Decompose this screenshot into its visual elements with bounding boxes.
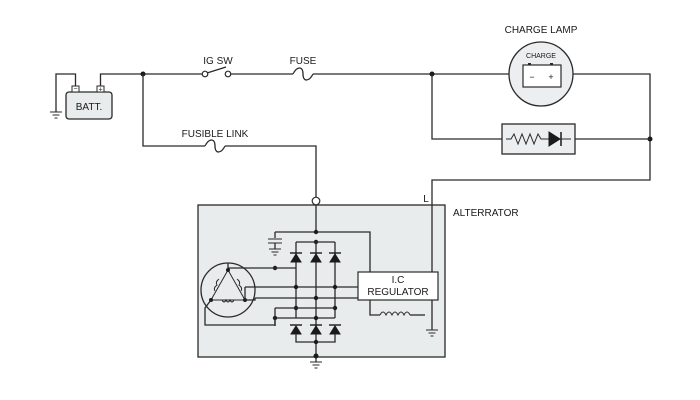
module-diode-icon <box>548 131 561 147</box>
rectifier-diode-lower <box>290 324 341 335</box>
alternator-ground-symbol <box>310 361 322 369</box>
fuse-symbol <box>292 67 314 81</box>
ig-switch <box>201 66 232 78</box>
ig-switch-label: IG SW <box>203 56 233 67</box>
alternator-label: ALTERRATOR <box>453 208 519 219</box>
field-coil-symbol <box>379 311 411 317</box>
charge-lamp-plus: + <box>548 72 553 82</box>
battery-ground-symbol <box>50 111 62 119</box>
charge-lamp: CHARGE − + <box>508 41 574 107</box>
battery: − + BATT. <box>65 85 113 120</box>
rectifier-diode-upper <box>290 252 341 263</box>
ic-regulator <box>357 271 439 301</box>
charge-lamp-minus: − <box>529 72 534 82</box>
resistor-symbol <box>506 132 549 146</box>
regulator-label-line2: REGULATOR <box>367 287 428 298</box>
battery-minus-sign: − <box>73 86 77 93</box>
resistor-diode-module <box>501 123 576 155</box>
fusible-link-label: FUSIBLE LINK <box>182 129 249 140</box>
regulator-label-line1: I.C <box>392 275 405 286</box>
fusible-link-symbol <box>204 139 226 153</box>
battery-plus-sign: + <box>98 87 102 94</box>
charge-lamp-label: CHARGE LAMP <box>505 25 578 36</box>
l-terminal-label: L <box>423 194 429 205</box>
fuse-label: FUSE <box>290 56 317 67</box>
charge-lamp-inner-label: CHARGE <box>526 53 556 60</box>
b-terminal <box>311 196 321 206</box>
battery-label: BATT. <box>76 102 102 113</box>
